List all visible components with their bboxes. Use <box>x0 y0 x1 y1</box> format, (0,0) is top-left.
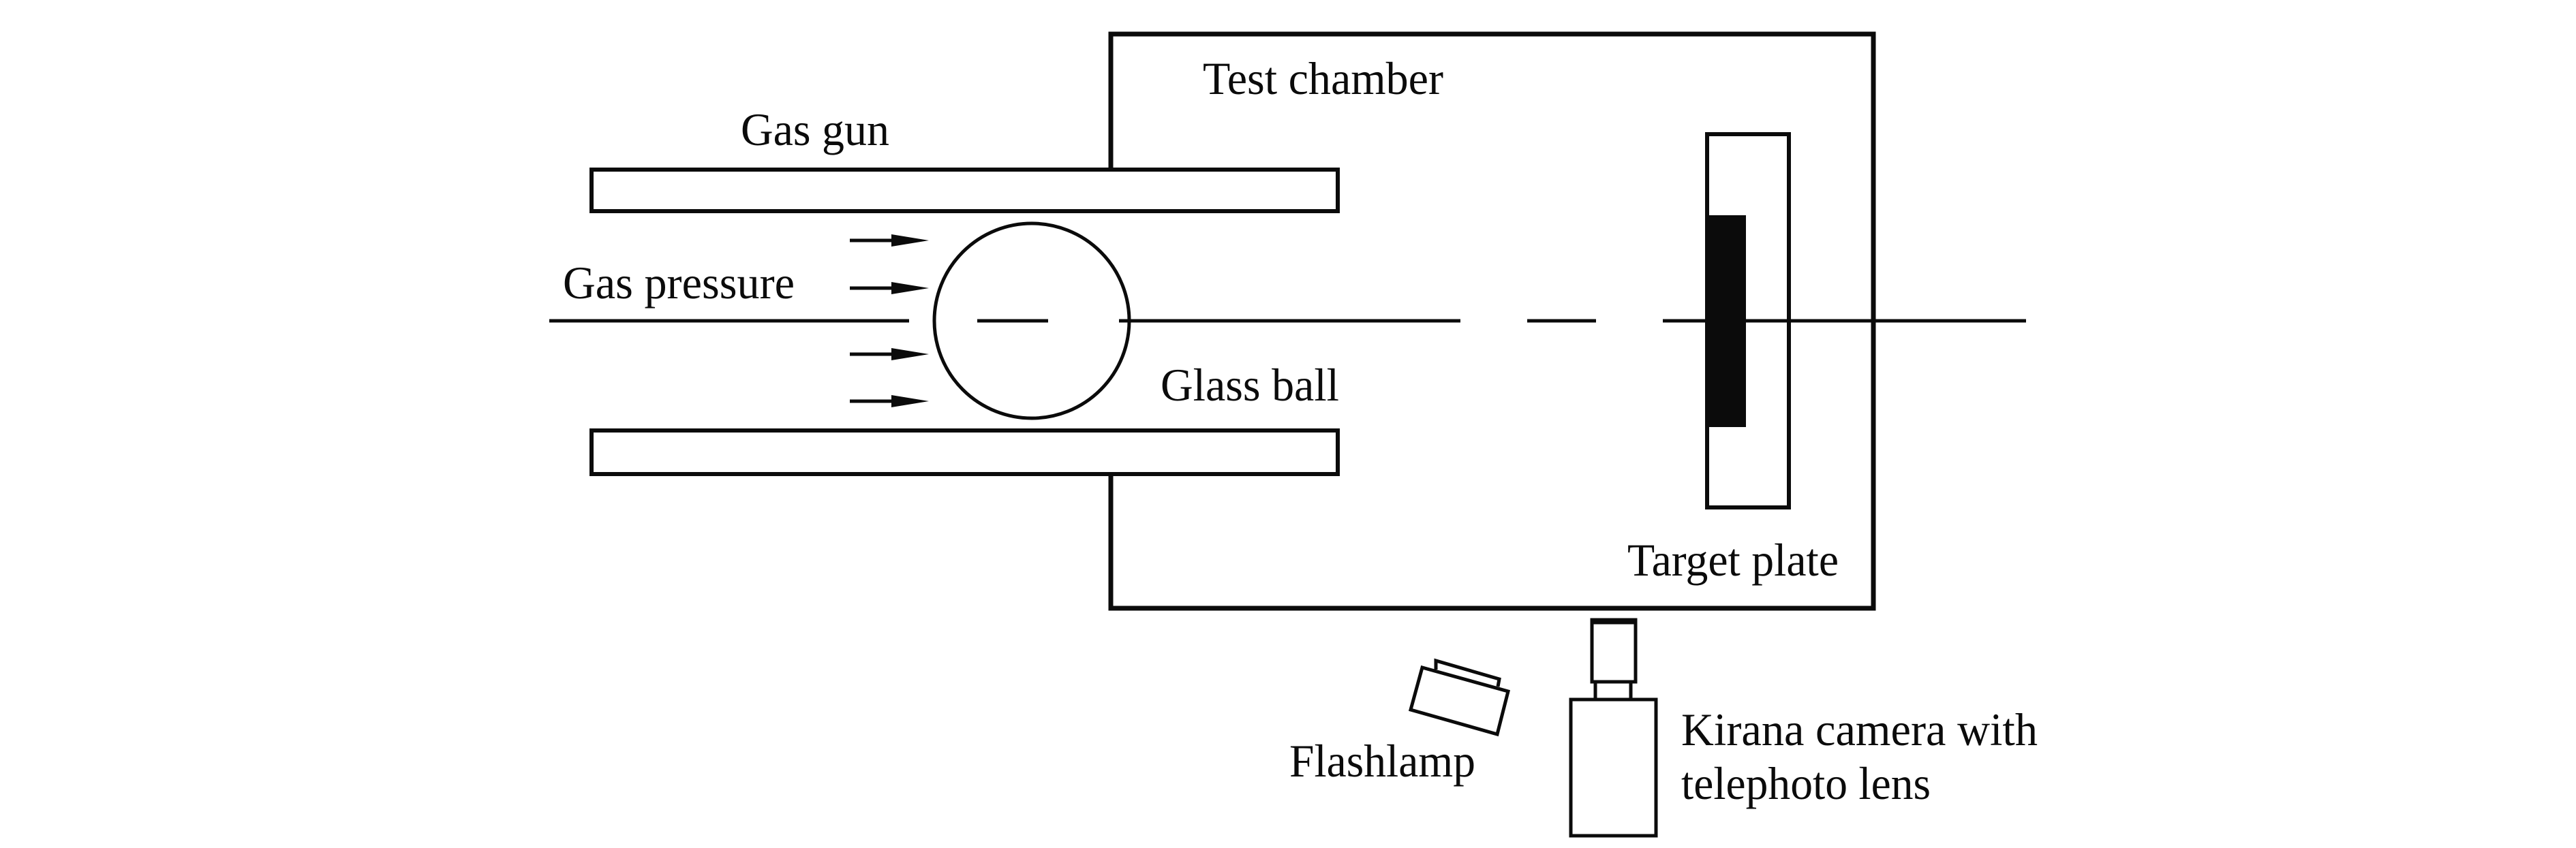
glass-ball <box>932 221 1131 420</box>
gas-gun <box>589 168 1340 476</box>
camera-body <box>1569 697 1658 838</box>
target-plate-specimen <box>1707 215 1746 427</box>
flashlamp <box>1408 658 1511 737</box>
camera <box>1569 618 1658 838</box>
label-camera-line1: Kirana camera with <box>1681 704 2038 755</box>
label-glass-ball: Glass ball <box>1161 359 1339 411</box>
arrow-icon <box>850 395 929 407</box>
label-flashlamp: Flashlamp <box>1289 735 1475 787</box>
label-target-plate: Target plate <box>1627 534 1839 586</box>
label-test-chamber: Test chamber <box>1203 52 1443 104</box>
label-gas-gun: Gas gun <box>741 104 889 155</box>
flashlamp-reflector <box>1434 658 1501 687</box>
target-plate <box>1705 132 1791 509</box>
arrow-icon <box>850 348 929 360</box>
arrow-icon <box>850 234 929 247</box>
label-gas-pressure: Gas pressure <box>563 257 795 309</box>
gas-gun-barrel-top <box>589 168 1340 213</box>
label-camera-line2: telephoto lens <box>1681 757 1931 809</box>
camera-lens <box>1590 618 1638 684</box>
flashlamp-body <box>1408 665 1511 737</box>
gas-pressure-arrows <box>850 234 929 407</box>
arrow-icon <box>850 282 929 294</box>
gas-gun-barrel-bottom <box>589 428 1340 476</box>
